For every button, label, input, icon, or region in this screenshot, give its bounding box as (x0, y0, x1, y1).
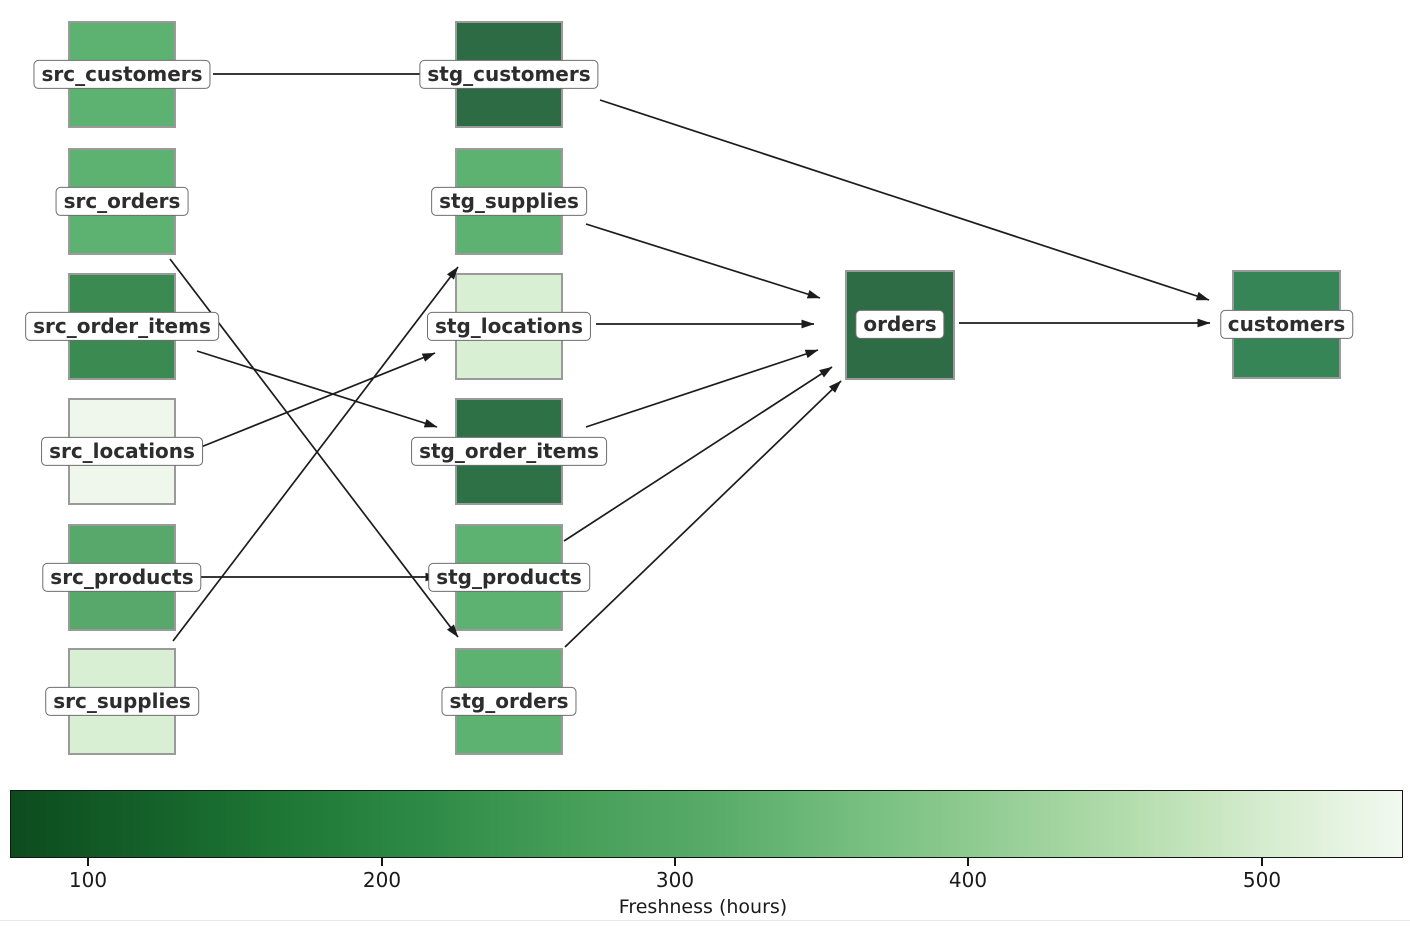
edge-src_order_items-stg_order_items (196, 350, 438, 428)
edge-stg_products-orders (563, 366, 833, 542)
edge-src_supplies-stg_locations (172, 266, 459, 642)
edge-src_orders-stg_orders (169, 258, 459, 638)
edge-stg_order_items-orders (585, 349, 819, 428)
colorbar-axis-label: Freshness (hours) (618, 896, 788, 918)
edge-src_locations-stg_locations (200, 352, 436, 448)
edge-stg_customers-customers (599, 99, 1210, 301)
colorbar-gradient (10, 790, 1403, 858)
bottom-rule (0, 920, 1410, 921)
edge-stg_supplies-orders (585, 223, 821, 299)
edge-stg_orders-orders (564, 380, 842, 648)
